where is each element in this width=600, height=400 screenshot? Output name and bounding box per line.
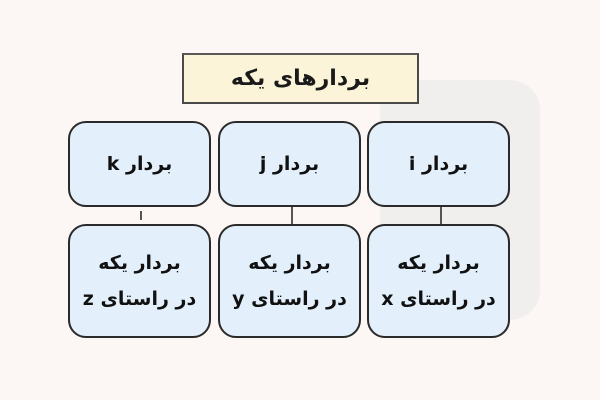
node-unit-vector-z-line1: بردار یکه bbox=[98, 252, 181, 274]
connector-i bbox=[440, 207, 442, 224]
node-unit-vector-y-line1: بردار یکه bbox=[248, 252, 331, 274]
node-vector-i: بردار i bbox=[367, 121, 510, 207]
node-vector-k-label: بردار k bbox=[106, 152, 173, 175]
node-unit-vector-y: بردار یکه در راستای y bbox=[218, 224, 361, 338]
node-vector-j-label: بردار j bbox=[259, 152, 320, 175]
diagram-title: بردارهای یکه bbox=[230, 66, 371, 91]
connector-k bbox=[140, 211, 142, 220]
node-unit-vector-x-line1: بردار یکه bbox=[397, 252, 480, 274]
connector-j bbox=[291, 207, 293, 224]
node-vector-k: بردار k bbox=[68, 121, 211, 207]
node-unit-vector-y-line2: در راستای y bbox=[232, 288, 347, 310]
diagram-title-box: بردارهای یکه bbox=[182, 53, 419, 104]
node-unit-vector-z-line2: در راستای z bbox=[82, 288, 197, 310]
node-unit-vector-x-line2: در راستای x bbox=[381, 288, 496, 310]
node-unit-vector-x: بردار یکه در راستای x bbox=[367, 224, 510, 338]
node-vector-j: بردار j bbox=[218, 121, 361, 207]
node-unit-vector-z: بردار یکه در راستای z bbox=[68, 224, 211, 338]
node-vector-i-label: بردار i bbox=[408, 152, 469, 175]
